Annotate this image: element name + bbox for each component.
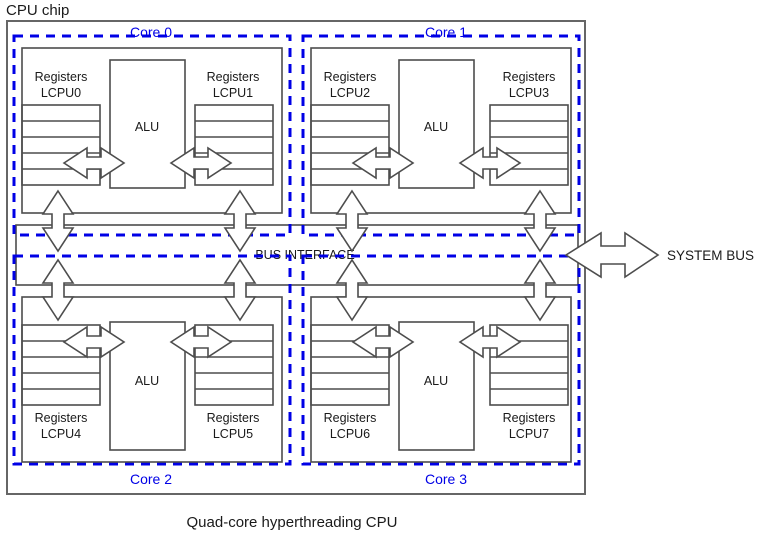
core-3-thread-0-registers-label: Registers (324, 411, 377, 425)
core-2-thread-0-lcpu-label: LCPU4 (41, 427, 81, 441)
core-2-bus-arrow-left (41, 258, 75, 322)
core-0-thread-0-register-stack (21, 104, 101, 186)
core-2-alu-label: ALU (135, 374, 159, 388)
core-1-reg-alu-arrow-right (458, 146, 522, 180)
core-1-thread-0-registers-label: Registers (324, 70, 377, 84)
core-0-reg-alu-arrow-left (62, 146, 126, 180)
core-1-alu-box (398, 59, 475, 189)
core-2-alu-box (109, 321, 186, 451)
core-2-label: Core 2 (130, 471, 172, 487)
system-bus-label: SYSTEM BUS (667, 248, 754, 263)
core-3[interactable]: Core 3 ALU Registers LCPU6 Registers LCP… (301, 254, 581, 487)
core-2-reg-alu-arrow-right (169, 325, 233, 359)
core-0-thread-0-registers-label: Registers (35, 70, 88, 84)
core-3-boundary (301, 254, 581, 466)
core-3-label: Core 3 (425, 471, 467, 487)
core-3-thread-0-lcpu-label: LCPU6 (330, 427, 370, 441)
core-1[interactable]: Core 1 ALU Registers LCPU2 Registers LCP… (301, 24, 581, 253)
core-3-thread-1-registers-label: Registers (503, 411, 556, 425)
core-1-thread-0-register-stack (310, 104, 390, 186)
core-3-alu-box (398, 321, 475, 451)
core-0-bus-arrow-right (223, 189, 257, 253)
core-0-thread-0-lcpu-label: LCPU0 (41, 86, 81, 100)
core-0-reg-alu-arrow-right (169, 146, 233, 180)
core-1-bus-arrow-left (335, 189, 369, 253)
core-0-alu-box (109, 59, 186, 189)
core-3-reg-alu-arrow-left (351, 325, 415, 359)
core-2-bus-arrow-right (223, 258, 257, 322)
chip-label: CPU chip (6, 2, 69, 19)
core-0-label: Core 0 (130, 24, 172, 40)
core-1-alu-label: ALU (424, 120, 448, 134)
core-1-boundary (301, 34, 581, 237)
core-3-thread-1-lcpu-label: LCPU7 (509, 427, 549, 441)
core-2-boundary (12, 254, 292, 466)
core-1-bus-arrow-right (523, 189, 557, 253)
core-3-reg-alu-arrow-right (458, 325, 522, 359)
core-0-thread-1-registers-label: Registers (207, 70, 260, 84)
core-2-thread-1-registers-label: Registers (207, 411, 260, 425)
core-0-bus-arrow-left (41, 189, 75, 253)
core-1-thread-1-registers-label: Registers (503, 70, 556, 84)
core-1-thread-0-lcpu-label: LCPU2 (330, 86, 370, 100)
core-2-thread-0-registers-label: Registers (35, 411, 88, 425)
core-0[interactable]: Core 0 ALU Registers LCPU0 Registers LCP… (12, 24, 292, 253)
core-1-label: Core 1 (425, 24, 467, 40)
core-0-boundary (12, 34, 292, 237)
core-3-alu-label: ALU (424, 374, 448, 388)
core-3-bus-arrow-right (523, 258, 557, 322)
core-2-reg-alu-arrow-left (62, 325, 126, 359)
core-0-thread-1-register-stack (194, 104, 274, 186)
core-1-thread-1-lcpu-label: LCPU3 (509, 86, 549, 100)
core-2-thread-1-lcpu-label: LCPU5 (213, 427, 253, 441)
core-3-bus-arrow-left (335, 258, 369, 322)
core-1-reg-alu-arrow-left (351, 146, 415, 180)
core-0-alu-label: ALU (135, 120, 159, 134)
diagram-caption: Quad-core hyperthreading CPU (187, 514, 398, 531)
system-bus-arrow (564, 231, 660, 279)
core-0-thread-1-lcpu-label: LCPU1 (213, 86, 253, 100)
core-2[interactable]: Core 2 ALU Registers LCPU4 Registers LCP… (12, 254, 292, 487)
